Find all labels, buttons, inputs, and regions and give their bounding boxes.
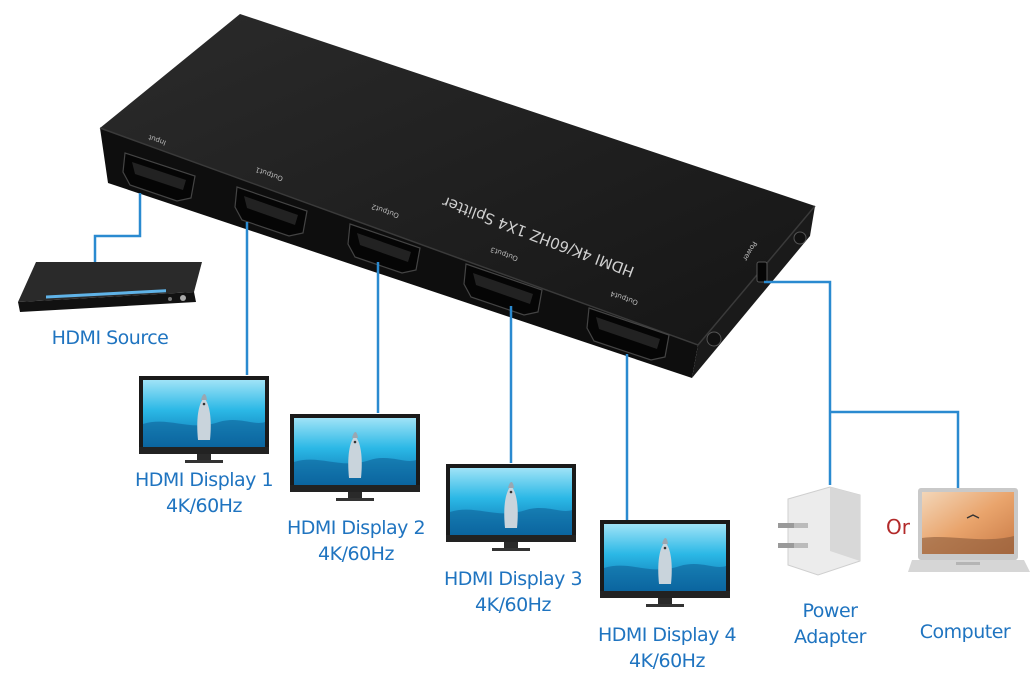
- hdmi-output2-port: [347, 223, 421, 274]
- hdmi-output3-port: [463, 263, 543, 316]
- display-3-spec: 4K/60Hz: [475, 594, 551, 616]
- power-adapter: [778, 486, 861, 576]
- display-1-name: HDMI Display 1: [134, 469, 274, 491]
- display-4-label: HDMI Display 4 4K/60Hz: [582, 622, 752, 674]
- display-4: [600, 520, 730, 607]
- display-2-spec: 4K/60Hz: [318, 543, 394, 565]
- plug-prong-icon: [778, 523, 794, 528]
- display-4-name: HDMI Display 4: [597, 624, 737, 646]
- power-port: [756, 261, 768, 283]
- or-label: Or: [886, 515, 910, 539]
- line-power: [764, 280, 832, 485]
- bird-icon: [966, 514, 980, 519]
- power-adapter-label: Power Adapter: [780, 598, 880, 650]
- display-3: [446, 464, 576, 551]
- splitter-device: HDMI 4K/60HZ 1X4 Splitter: [99, 14, 816, 378]
- source-label: HDMI Source: [51, 327, 169, 349]
- power-adapter-line2: Adapter: [794, 626, 866, 648]
- hdmi-output1-port: [234, 186, 308, 237]
- screw-icon: [793, 231, 807, 245]
- power-adapter-line1: Power: [802, 600, 858, 622]
- computer-label: Computer: [919, 621, 1011, 643]
- display-1: [139, 376, 269, 463]
- connection-lines: [93, 193, 960, 520]
- line-source: [93, 193, 142, 263]
- display-3-label: HDMI Display 3 4K/60Hz: [428, 566, 598, 618]
- laptop-computer: [908, 488, 1030, 572]
- line-computer: [830, 410, 960, 488]
- display-3-name: HDMI Display 3: [443, 568, 583, 590]
- display-4-spec: 4K/60Hz: [629, 650, 705, 672]
- hdmi-input-port: [122, 152, 196, 202]
- display-2: [290, 414, 420, 501]
- display-1-spec: 4K/60Hz: [166, 495, 242, 517]
- display-1-label: HDMI Display 1 4K/60Hz: [119, 467, 289, 519]
- display-2-name: HDMI Display 2: [286, 517, 426, 539]
- hdmi-output4-port: [586, 307, 670, 361]
- screw-icon: [706, 331, 722, 347]
- plug-prong-icon: [778, 543, 794, 548]
- display-2-label: HDMI Display 2 4K/60Hz: [271, 515, 441, 567]
- hdmi-source-device: [18, 262, 202, 312]
